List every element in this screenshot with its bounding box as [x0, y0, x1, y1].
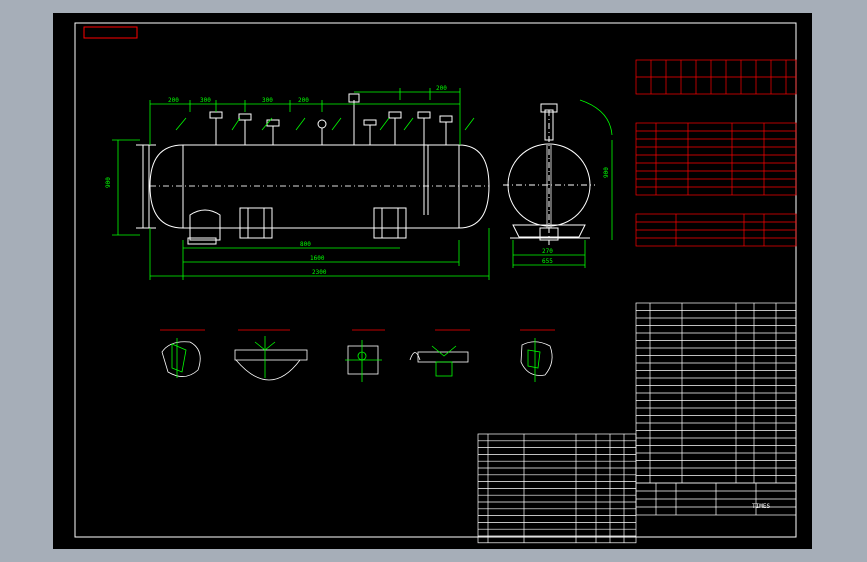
- detail-2: [234, 329, 308, 381]
- dim-height: 900: [105, 177, 112, 188]
- revision-stamp: TIMES: [752, 503, 770, 510]
- dimension-lines: [112, 88, 613, 280]
- drawing-frame: [74, 22, 797, 538]
- dim-leg-a: 270: [542, 248, 553, 255]
- nozzle-table: [635, 122, 797, 196]
- dim-top-5: 200: [436, 85, 447, 92]
- test-table: [635, 213, 797, 247]
- detail-views: [160, 329, 555, 382]
- dim-top-2: 300: [200, 97, 211, 104]
- parts-list-bottom: [477, 433, 637, 544]
- dim-top-3: 300: [262, 97, 273, 104]
- dim-lower: 1600: [310, 255, 325, 262]
- title-block: [635, 482, 797, 516]
- detail-3: [345, 329, 385, 382]
- dim-leg-b: 655: [542, 258, 553, 265]
- drawing-tables: [477, 59, 797, 544]
- dim-top-1: 200: [168, 97, 179, 104]
- parts-list-right: [635, 302, 797, 484]
- dim-overall: 2300: [312, 269, 327, 276]
- title-corner-box: [83, 26, 138, 39]
- horizontal-vessel: [136, 93, 490, 245]
- dim-mid: 800: [300, 241, 311, 248]
- dim-side: 900: [603, 167, 610, 178]
- design-data-table: [635, 59, 797, 95]
- detail-1: [160, 329, 205, 378]
- dimension-labels: 200 300 300 200 200 800 1600 2300 900 90…: [105, 85, 610, 276]
- detail-5: [520, 329, 555, 382]
- dim-top-4: 200: [298, 97, 309, 104]
- side-view-vessel: [503, 103, 595, 245]
- drawing-canvas: [53, 13, 812, 549]
- detail-4: [409, 329, 470, 377]
